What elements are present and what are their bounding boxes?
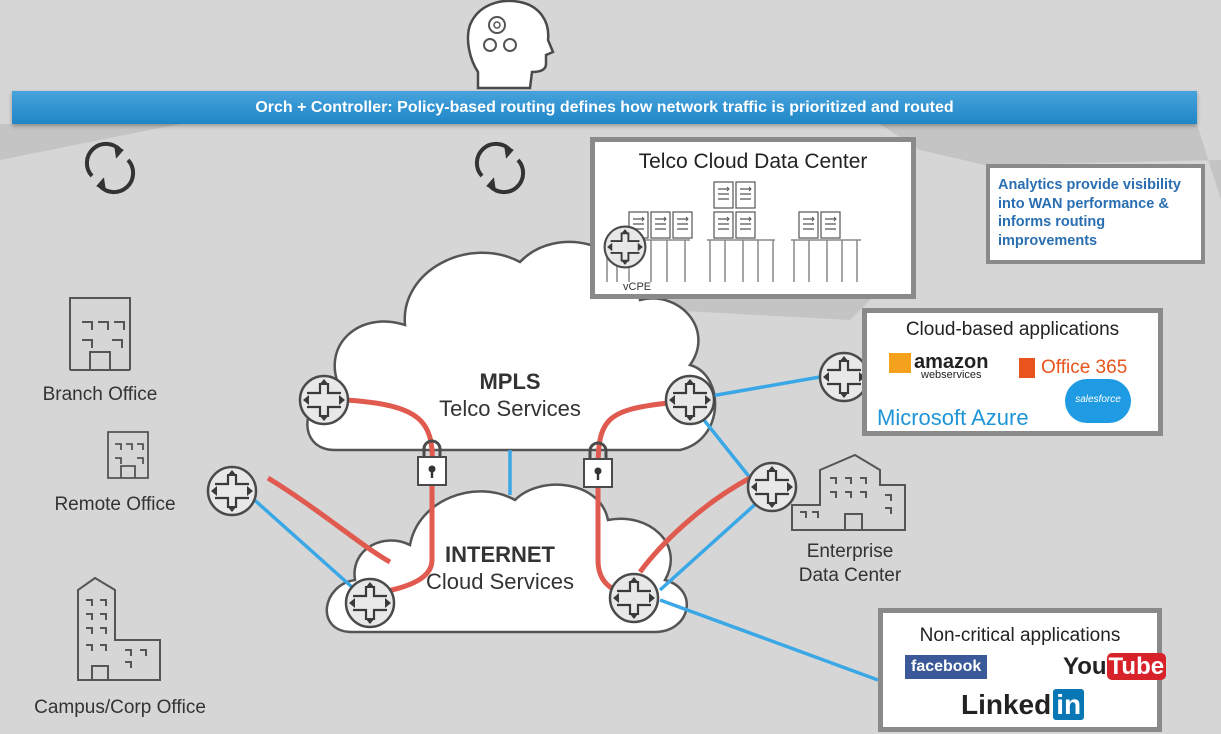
remote-office-label: Remote Office [54,494,176,515]
salesforce-wordmark: salesforce [1075,394,1121,405]
internet-title: INTERNET [445,542,555,567]
linkedin-in: in [1053,689,1085,720]
mpls-label: MPLS Telco Services [420,368,600,422]
youtube-you: You [1063,653,1107,680]
linkedin-wordmark: Linked [961,689,1052,720]
internet-label: INTERNET Cloud Services [410,541,590,595]
campus-office-label: Campus/Corp Office [34,697,206,718]
branch-office-building-icon [69,297,131,371]
router-icon-internet-left [344,577,396,629]
campus-building-icon [77,576,161,681]
salesforce-logo: salesforce [1065,379,1131,423]
mpls-title: MPLS [479,369,541,394]
sync-icon-left [84,141,136,195]
telco-dc-racks [603,181,861,282]
head-gears-icon [466,0,555,90]
azure-logo: Microsoft Azure [877,405,1029,430]
router-icon-internet-right [608,572,660,624]
remote-office-building-icon [107,431,149,479]
noncritical-apps-title: Non-critical applications [919,625,1121,646]
telco-dc-title: Telco Cloud Data Center [638,150,868,173]
router-icon-enterprise-dc [746,461,798,513]
mpls-subtitle: Telco Services [439,396,581,421]
branch-office-label: Branch Office [42,384,158,405]
cloud-apps-box: Cloud-based applications amazon webservi… [862,308,1163,436]
vcpe-label: vCPE [623,281,652,293]
aws-subtitle: webservices [921,369,982,381]
office365-logo: Office 365 [1019,357,1127,379]
enterprise-dc-label-2: Data Center [798,565,902,586]
router-icon-remote-office [206,465,258,517]
sync-icon-center [474,141,526,195]
facebook-logo: facebook [905,655,988,679]
router-icon-cloud-apps [818,351,870,403]
router-icon-mpls-left [298,374,350,426]
aws-logo: amazon webservices [889,351,988,381]
aws-wordmark: amazon [914,351,989,373]
noncritical-apps-box: Non-critical applications facebook YouTu… [878,608,1167,732]
youtube-logo: YouTube [1063,653,1167,681]
policy-routing-banner: Orch + Controller: Policy-based routing … [12,91,1197,124]
aws-cubes-icon [889,352,911,373]
office365-wordmark: Office 365 [1041,357,1128,378]
enterprise-dc-label-1: Enterprise [806,541,894,562]
telco-cloud-data-center-box: Telco Cloud Data Center vCPE [590,137,916,299]
internet-subtitle: Cloud Services [426,569,574,594]
enterprise-data-center-building-icon [791,453,906,531]
office-icon [1019,358,1035,378]
analytics-note: Analytics provide visibility into WAN pe… [986,164,1205,264]
cloud-apps-title: Cloud-based applications [905,319,1120,340]
youtube-tube: Tube [1106,653,1167,680]
router-icon-mpls-right [664,374,716,426]
